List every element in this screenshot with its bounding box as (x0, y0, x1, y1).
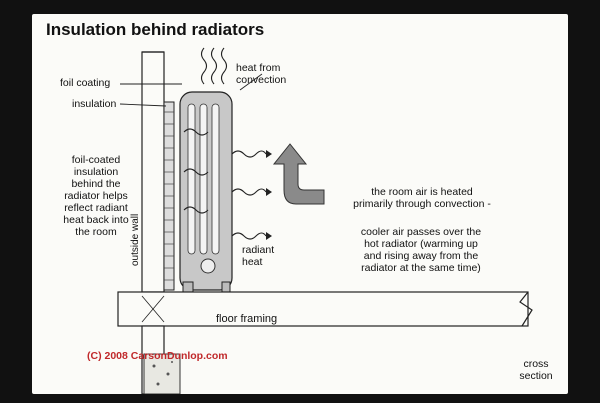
label-cooler-air-note: cooler air passes over the hot radiator … (360, 226, 482, 274)
label-convection-note: the room air is heated primarily through… (353, 186, 491, 210)
diagram-frame: Insulation behind radiators foil coating… (32, 14, 568, 394)
copyright-text: (C) 2008 CarsonDunlop.com (87, 350, 228, 362)
heat-waves (200, 47, 228, 85)
label-foil-coating: foil coating (60, 77, 111, 89)
label-cross-section: cross section (519, 358, 553, 382)
floor-framing (117, 291, 529, 327)
outside-wall (141, 51, 165, 293)
label-floor-framing: floor framing (216, 313, 278, 325)
convection-arrow (272, 143, 325, 205)
foundation (143, 353, 181, 394)
label-foil-coated-note: foil-coated insulation behind the radiat… (63, 154, 129, 238)
label-insulation: insulation (72, 98, 117, 110)
label-radiant-heat: radiant heat (242, 244, 275, 268)
radiant-arrows (183, 128, 267, 240)
label-heat-from-convection: heat from convection (236, 62, 287, 86)
radiator (179, 91, 233, 293)
page-title: Insulation behind radiators (46, 20, 265, 39)
label-outside-wall: outside wall (130, 213, 141, 266)
diagram-art (117, 47, 533, 394)
